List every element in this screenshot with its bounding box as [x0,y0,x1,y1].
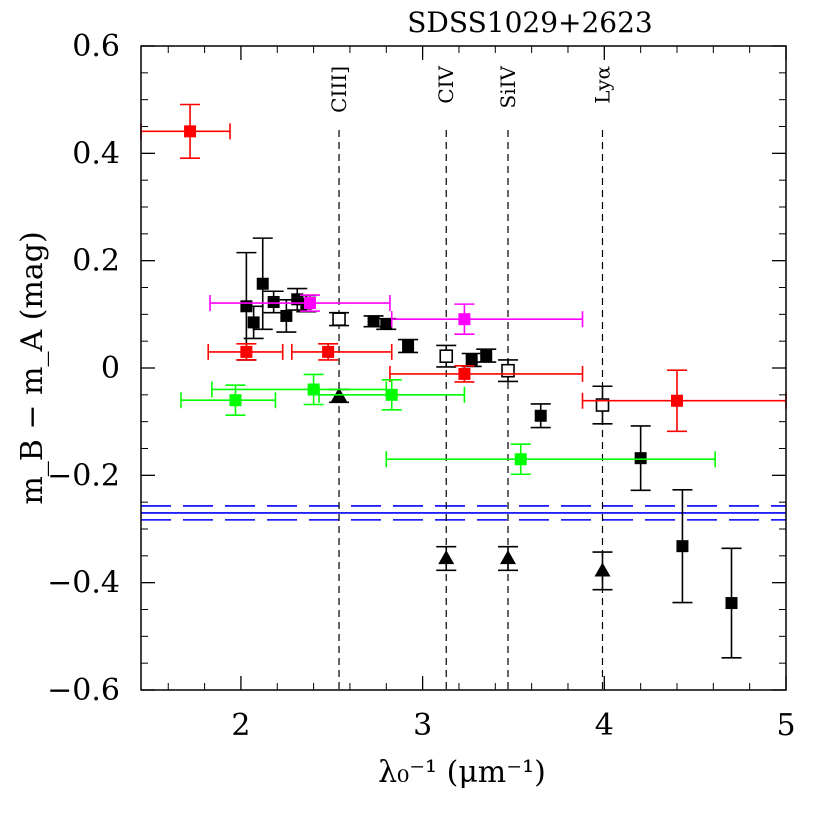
data-point [630,425,651,492]
data-point [252,237,273,331]
marker-filled-square [385,388,398,401]
marker-filled-square [458,313,471,326]
marker-filled-square [247,316,260,329]
x-tick-label: 5 [776,708,795,743]
y-axis-label: m_B − m_A (mag) [15,231,50,504]
data-point [140,103,231,159]
data-point [721,547,742,659]
emission-line-label: CIV [434,65,458,103]
data-point [318,379,466,411]
marker-filled-square [307,383,320,396]
marker-filled-square [367,315,380,328]
y-tick-label: −0.2 [47,458,120,493]
data-point [436,344,457,368]
marker-filled-square [480,349,493,362]
x-tick-label: 3 [413,708,432,743]
data-point [498,359,519,383]
data-point [390,303,584,335]
axis-ticks [141,45,787,691]
marker-filled-triangle [594,562,611,577]
data-point [263,290,284,314]
data-point [291,343,393,361]
marker-filled-square [322,345,335,358]
data-point [461,352,482,368]
marker-open-square [501,363,515,378]
data-point [389,365,584,383]
data-point [592,551,613,591]
x-axis-label: λ₀⁻¹ (μm⁻¹) [378,755,546,790]
data-point [581,369,787,433]
data-point [211,373,388,406]
emission-line-label: CIII] [327,66,351,113]
data-point [207,343,284,361]
marker-filled-square [514,453,527,466]
marker-filled-square [267,295,280,308]
data-point [329,311,350,327]
marker-filled-square [184,125,197,138]
y-tick-label: 0.2 [72,244,120,279]
marker-filled-square [534,409,547,422]
marker-open-square [332,312,346,326]
marker-filled-square [402,339,415,352]
data-point [398,338,419,354]
y-tick-label: 0 [101,351,120,386]
reference-lines [141,505,786,521]
data-point [209,294,391,312]
x-tick-label: 2 [231,708,250,743]
data-point [436,545,457,572]
data-point [672,489,693,604]
y-tick-label: −0.6 [47,673,120,708]
marker-filled-square [634,452,647,465]
marker-filled-square [229,394,242,407]
data-point [385,443,716,476]
marker-filled-square [670,394,683,407]
marker-filled-square [380,317,393,330]
data-point [243,305,264,340]
chart-title: SDSS1029+2623 [407,6,652,39]
marker-filled-square [725,597,738,610]
data-point [276,299,297,333]
y-tick-label: −0.4 [47,566,120,601]
y-tick-label: 0.6 [72,29,120,64]
data-point [592,385,613,425]
emission-line-label: SiIV [496,65,520,108]
marker-filled-square [458,367,471,380]
y-tick-label: 0.4 [72,136,120,171]
emission-lines: CIII] CIV SiIV Lyα [327,65,614,690]
x-tick-label: 4 [595,708,614,743]
marker-filled-square [676,540,689,553]
axis-tick-labels: 2 3 4 5 −0.6 −0.4 −0.2 0 0.2 0.4 0.6 [47,29,795,743]
marker-open-square [439,349,454,363]
marker-filled-square [465,353,478,366]
emission-line-label: Lyα [590,66,614,104]
data-point [530,403,551,429]
marker-filled-triangle [438,550,455,565]
marker-open-square [595,398,610,412]
marker-filled-square [280,309,293,322]
marker-filled-square [240,345,253,358]
marker-filled-triangle [500,550,517,565]
data-point [498,545,519,572]
data-points [140,103,787,659]
marker-filled-square [256,277,269,290]
data-point [476,348,497,363]
data-point [180,384,277,417]
marker-filled-square [303,297,316,310]
